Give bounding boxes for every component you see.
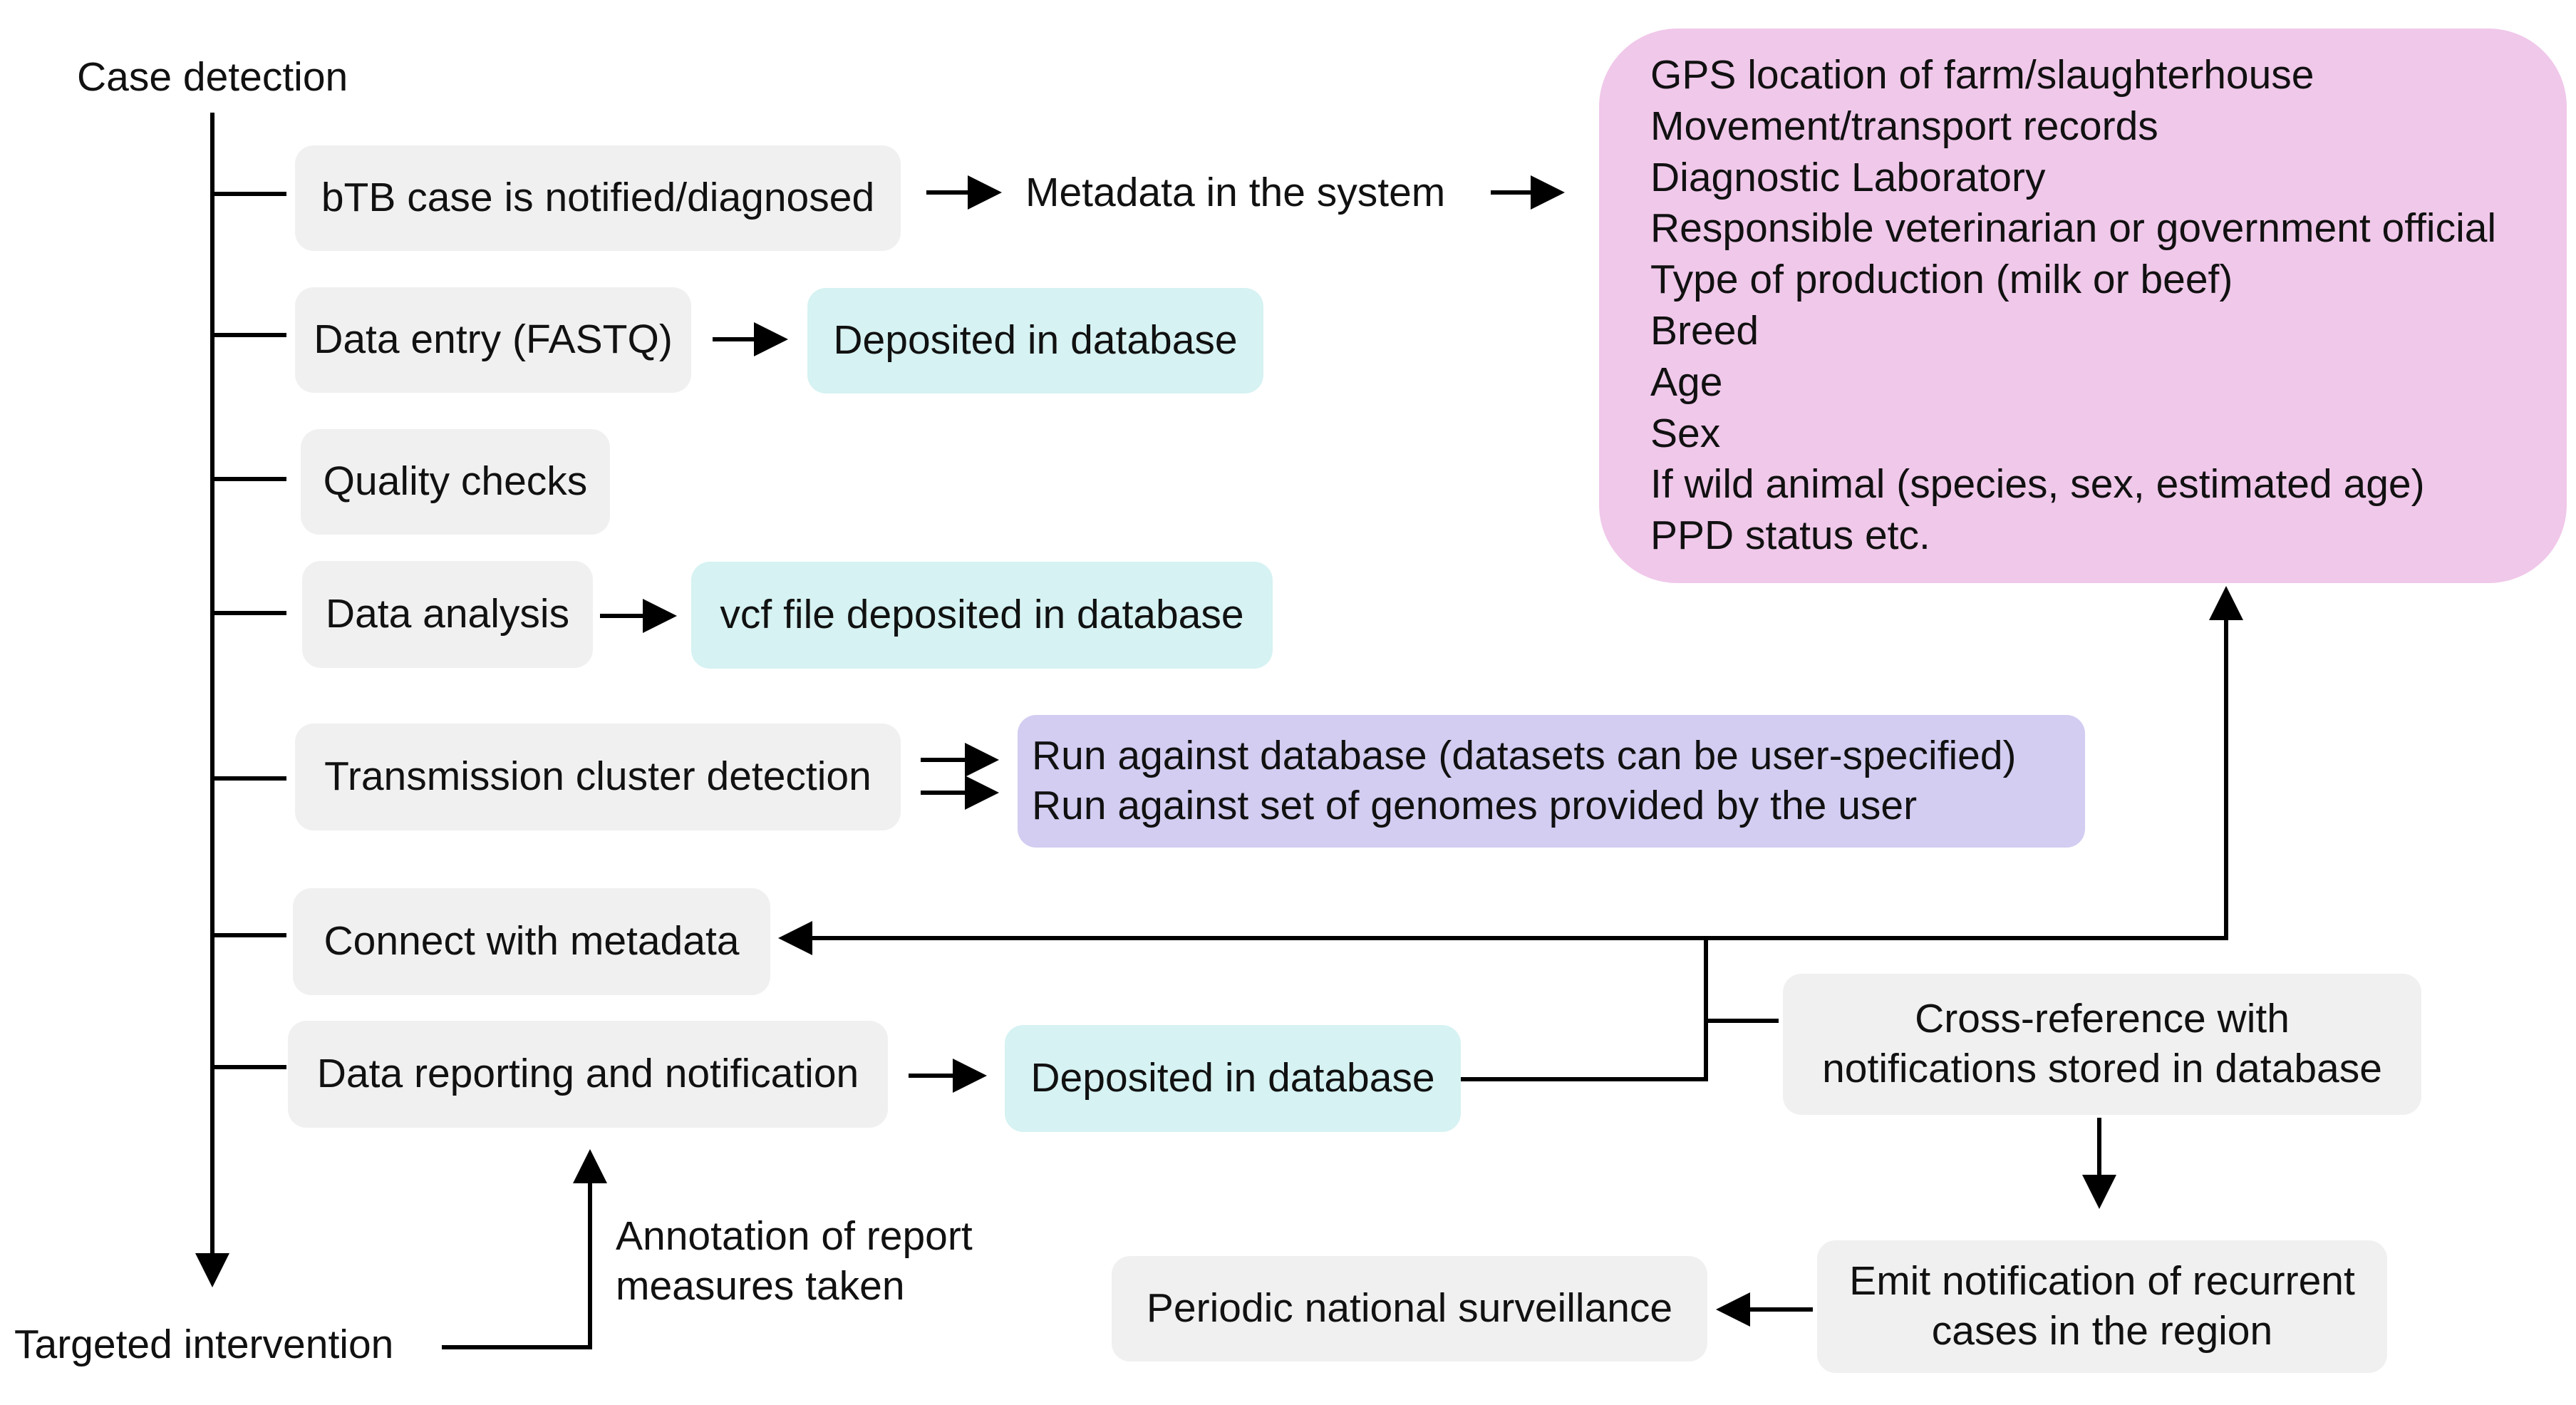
vcf-deposited-box: vcf file deposited in database — [691, 562, 1273, 669]
quality-checks-box: Quality checks — [301, 429, 610, 535]
metadata-movement: Movement/transport records — [1650, 103, 2158, 149]
metadata-veterinarian: Responsible veterinarian or government o… — [1650, 205, 2497, 252]
annotation-label: Annotation of report measures taken — [616, 1212, 973, 1311]
metadata-wild-animal: If wild animal (species, sex, estimated … — [1650, 461, 2425, 508]
case-detection-label: Case detection — [77, 54, 348, 100]
line-deposit-junction — [1459, 938, 1708, 1081]
run-against-database-label: Run against database (datasets can be us… — [1032, 733, 2017, 779]
cross-reference-line-1: Cross-reference with — [1915, 996, 2290, 1042]
data-reporting-label: Data reporting and notification — [316, 1051, 859, 1097]
periodic-surveillance-box: Periodic national surveillance — [1112, 1256, 1707, 1362]
emit-notification-line-2: cases in the region — [1931, 1308, 2273, 1354]
annotation-line-1: Annotation of report — [616, 1213, 973, 1259]
cross-reference-box: Cross-reference with notifications store… — [1783, 974, 2421, 1115]
transmission-cluster-box: Transmission cluster detection — [295, 724, 901, 830]
deposited-database-label-2: Deposited in database — [1030, 1055, 1435, 1101]
metadata-diagnostic-lab: Diagnostic Laboratory — [1650, 154, 2046, 200]
metadata-gps: GPS location of farm/slaughterhouse — [1650, 51, 2314, 98]
targeted-intervention-label: Targeted intervention — [14, 1322, 394, 1367]
metadata-production-type: Type of production (milk or beef) — [1650, 257, 2233, 303]
metadata-age: Age — [1650, 359, 1723, 405]
metadata-breed: Breed — [1650, 308, 1759, 354]
annotation-line-2: measures taken — [616, 1262, 905, 1309]
connect-metadata-label: Connect with metadata — [324, 918, 740, 964]
quality-checks-label: Quality checks — [323, 458, 588, 505]
cross-reference-line-2: notifications stored in database — [1822, 1046, 2382, 1091]
metadata-ppd-status: PPD status etc. — [1650, 513, 1930, 559]
metadata-list-box: GPS location of farm/slaughterhouse Move… — [1599, 29, 2567, 583]
data-entry-label: Data entry (FASTQ) — [314, 316, 673, 363]
transmission-cluster-label: Transmission cluster detection — [324, 753, 871, 800]
vcf-deposited-label: vcf file deposited in database — [720, 592, 1244, 638]
data-reporting-box: Data reporting and notification — [288, 1021, 888, 1128]
btb-case-label: bTB case is notified/diagnosed — [321, 175, 875, 221]
emit-notification-line-1: Emit notification of recurrent — [1849, 1258, 2355, 1304]
arrow-up-to-metadata — [1706, 586, 2243, 940]
arrow-intervention-reporting — [442, 1149, 607, 1349]
metadata-in-system-label: Metadata in the system — [1025, 170, 1446, 215]
btb-case-box: bTB case is notified/diagnosed — [295, 145, 901, 251]
emit-notification-box: Emit notification of recurrent cases in … — [1817, 1240, 2387, 1373]
metadata-sex: Sex — [1650, 410, 1721, 456]
data-analysis-label: Data analysis — [325, 591, 570, 637]
data-analysis-box: Data analysis — [302, 561, 593, 668]
run-against-genomes-label: Run against set of genomes provided by t… — [1032, 783, 1918, 828]
periodic-surveillance-label: Periodic national surveillance — [1146, 1285, 1673, 1332]
data-entry-box: Data entry (FASTQ) — [295, 287, 691, 393]
deposited-database-label-1: Deposited in database — [833, 317, 1238, 364]
run-against-box: Run against database (datasets can be us… — [1018, 715, 2085, 848]
deposited-database-box-2: Deposited in database — [1005, 1025, 1461, 1132]
deposited-database-box-1: Deposited in database — [807, 288, 1263, 393]
connect-metadata-box: Connect with metadata — [293, 888, 770, 995]
